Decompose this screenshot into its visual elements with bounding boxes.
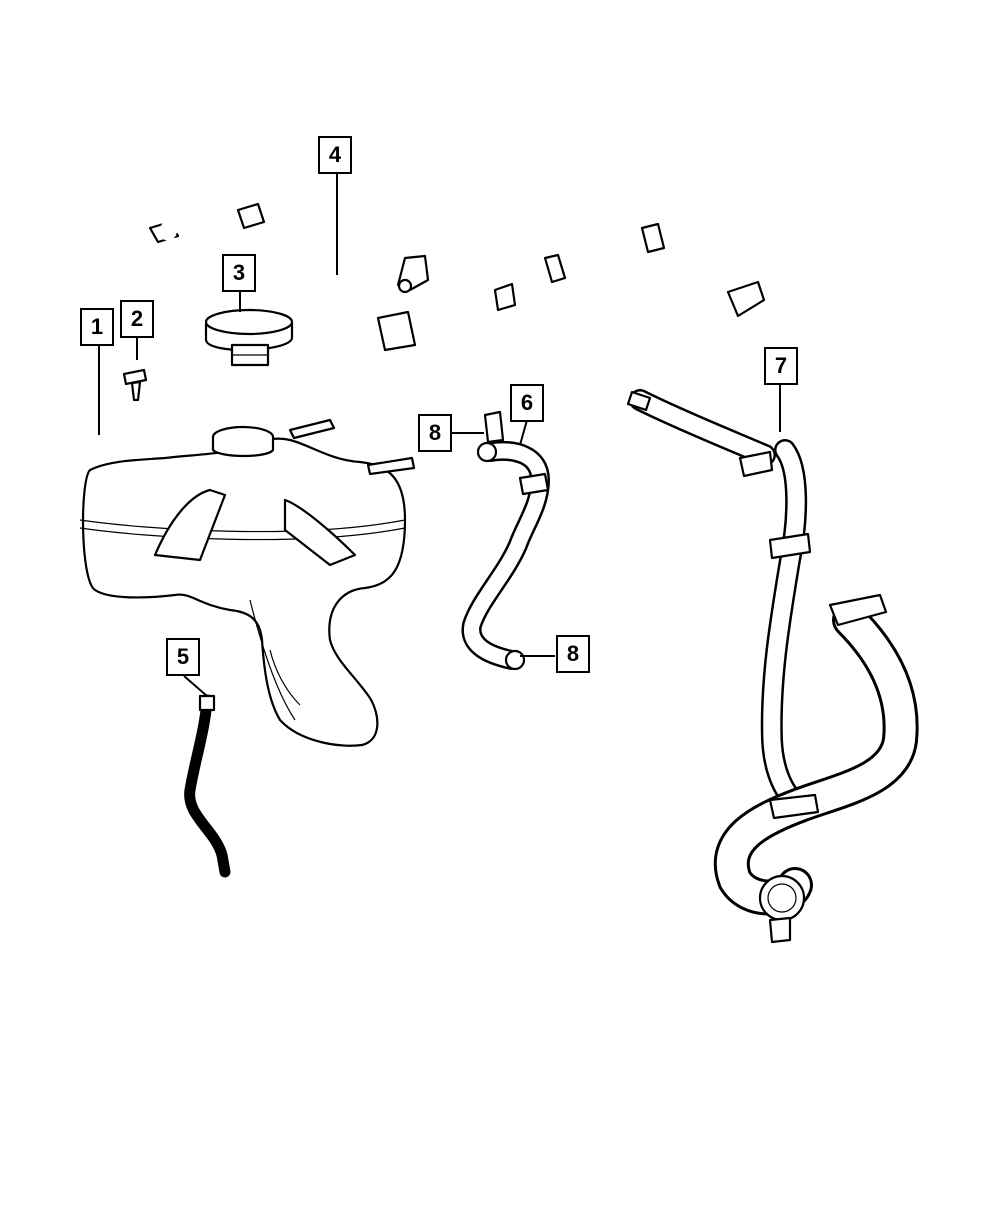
part-1-coolant-reservoir	[79, 418, 416, 747]
callout-3: 3	[222, 254, 256, 292]
part-5-overflow-tube	[184, 694, 231, 878]
callout-2: 2	[120, 300, 154, 338]
part-2-screw	[122, 368, 148, 402]
callout-4: 4	[318, 136, 352, 174]
callout-8-lower: 8	[556, 635, 590, 673]
leader-lines	[98, 174, 781, 697]
part-3-pressure-cap	[204, 308, 294, 367]
part-4-hose-assembly	[148, 164, 766, 363]
callout-5: 5	[166, 638, 200, 676]
callout-7: 7	[764, 347, 798, 385]
callout-8-upper: 8	[418, 414, 452, 452]
callout-1: 1	[80, 308, 114, 346]
part-7-radiator-hose	[626, 389, 919, 944]
part-6-heater-hose	[461, 410, 551, 671]
callout-6: 6	[510, 384, 544, 422]
